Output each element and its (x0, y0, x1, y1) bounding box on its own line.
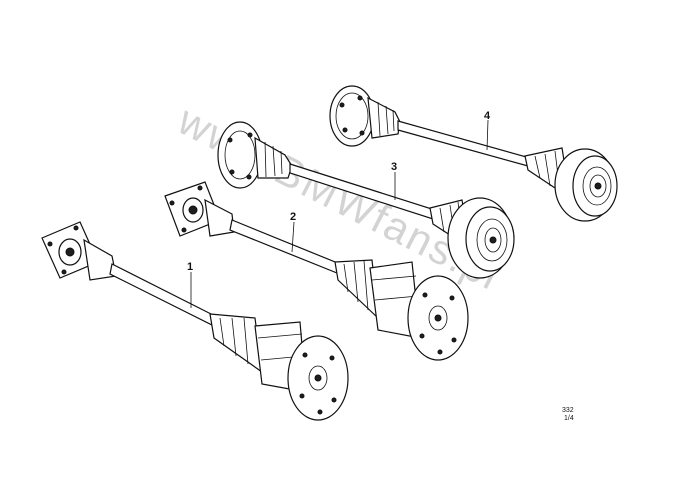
callout-4[interactable]: 4 (484, 110, 491, 122)
drive-shaft-3[interactable] (217, 121, 515, 279)
drive-shaft-2[interactable] (164, 181, 469, 361)
reference-sub: 1/4 (564, 415, 574, 422)
drive-shaft-1[interactable] (41, 221, 349, 421)
callout-leader-2 (291, 221, 295, 253)
callout-leader-4 (486, 119, 489, 151)
drive-shaft-4[interactable] (329, 85, 618, 222)
callout-3[interactable]: 3 (391, 161, 397, 173)
callout-1[interactable]: 1 (187, 261, 193, 273)
callout-2[interactable]: 2 (290, 211, 296, 223)
reference-code: 332 (562, 407, 574, 414)
